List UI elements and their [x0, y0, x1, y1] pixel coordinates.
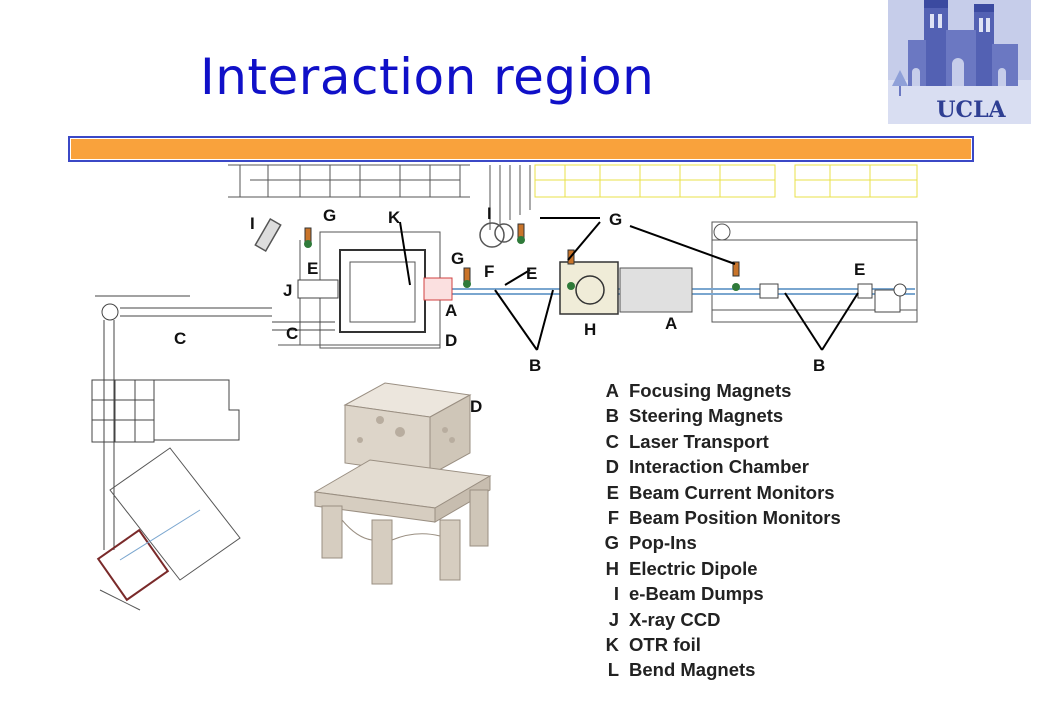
legend-text: Bend Magnets [629, 659, 756, 681]
legend-text: OTR foil [629, 633, 701, 655]
diagram-label-b-mid: B [529, 356, 542, 375]
diagram-label-a-mid: A [445, 301, 458, 320]
legend-text: Steering Magnets [629, 405, 784, 427]
diagram-label-k: K [388, 208, 401, 227]
diagram-label-i-top: I [487, 204, 492, 223]
legend-key: I [613, 583, 619, 605]
legend-key: L [607, 659, 619, 681]
legend-key: C [605, 430, 619, 452]
legend-text: e-Beam Dumps [629, 583, 764, 605]
legend-item: L Bend Magnets [597, 657, 841, 682]
legend-key: F [607, 506, 619, 528]
diagram-label-i-left: I [250, 214, 255, 233]
legend-text: Beam Position Monitors [629, 506, 841, 528]
legend-text: Laser Transport [629, 430, 769, 452]
legend-key: G [604, 532, 619, 554]
legend-key: B [605, 405, 619, 427]
logo-text: UCLA [936, 97, 1006, 123]
legend-item: F Beam Position Monitors [597, 505, 841, 530]
legend-key: H [605, 557, 619, 579]
diagram-label-e-left: E [307, 259, 319, 278]
legend-text: X-ray CCD [629, 608, 721, 630]
legend-item: G Pop-Ins [597, 530, 841, 555]
diagram-label-g-mid: G [451, 249, 465, 268]
legend-text: Pop-Ins [629, 532, 697, 554]
legend-key: E [606, 481, 619, 503]
legend-text: Focusing Magnets [629, 380, 792, 401]
diagram-label-a-right: A [665, 314, 678, 333]
diagram-label-g-top: G [609, 210, 623, 229]
legend-item: D Interaction Chamber [597, 454, 841, 479]
diagram-label-j: J [283, 281, 293, 300]
diagram-label-c-left: C [174, 329, 187, 348]
diagram-label-f: F [484, 262, 495, 281]
legend-item: C Laser Transport [597, 429, 841, 454]
title-divider-bar [68, 136, 974, 162]
legend-item: E Beam Current Monitors [597, 480, 841, 505]
legend-item: B Steering Magnets [597, 403, 841, 428]
legend-key: A [605, 380, 619, 401]
legend-item: H Electric Dipole [597, 556, 841, 581]
diagram-label-d-upper: D [445, 331, 458, 350]
legend-text: Electric Dipole [629, 557, 758, 579]
ucla-logo [888, 0, 1031, 124]
legend-key: D [605, 456, 619, 478]
legend: A Focusing Magnets B Steering Magnets C Las… [597, 378, 841, 683]
slide-title: Interaction region [200, 48, 655, 106]
diagram-label-e-mid: E [526, 264, 538, 283]
diagram-label-c-right: C [286, 324, 299, 343]
legend-text: Beam Current Monitors [629, 481, 835, 503]
legend-key: K [605, 633, 619, 655]
diagram-label-g-left: G [323, 206, 337, 225]
legend-item: K OTR foil [597, 632, 841, 657]
diagram-label-d-photo: D [470, 397, 483, 416]
legend-text: Interaction Chamber [629, 456, 809, 478]
legend-item: A Focusing Magnets [597, 378, 841, 403]
diagram-label-b-right: B [813, 356, 826, 375]
diagram-label-e-right: E [854, 260, 866, 279]
legend-item: J X-ray CCD [597, 607, 841, 632]
diagram-label-h: H [584, 320, 597, 339]
legend-key: J [608, 608, 619, 630]
interaction-region-diagram [91, 164, 918, 611]
